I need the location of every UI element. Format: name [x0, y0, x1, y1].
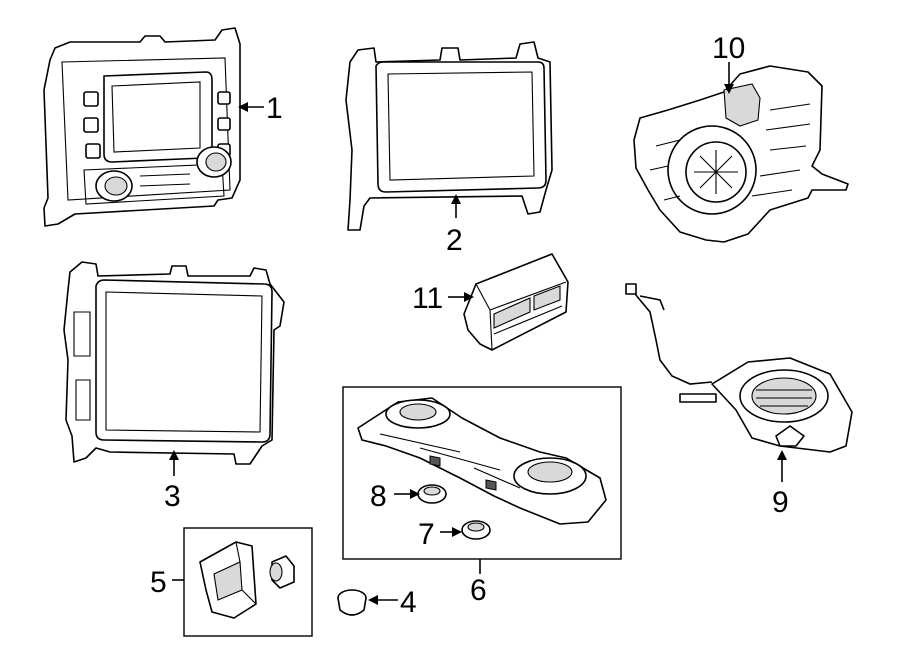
radio-knob-right — [196, 146, 232, 178]
group-box-5 — [183, 527, 313, 637]
part-7-grommet — [461, 520, 491, 540]
part-3-large-display — [63, 261, 285, 465]
part-5-port-assembly — [199, 541, 295, 619]
radio-knob-left — [95, 170, 133, 202]
callout-1: 1 — [266, 92, 283, 125]
callout-2: 2 — [446, 224, 463, 257]
part-10-subwoofer-housing — [633, 65, 849, 243]
callout-11: 11 — [412, 282, 443, 315]
part-4-cap — [337, 589, 367, 616]
callout-5: 5 — [150, 566, 167, 599]
part-6-speaker-assembly — [357, 397, 607, 525]
callout-7: 7 — [418, 518, 435, 551]
callout-6: 6 — [470, 574, 487, 607]
part-2-display — [345, 41, 553, 231]
callout-8: 8 — [370, 480, 387, 513]
part-8-grommet — [417, 484, 447, 504]
leaders — [169, 62, 787, 605]
callout-10: 10 — [712, 32, 745, 65]
part-1-radio-unit — [43, 27, 241, 227]
callout-3: 3 — [164, 480, 181, 513]
part-9-speaker-harness — [625, 283, 853, 453]
group-box-6-7-8 — [342, 386, 622, 560]
part-11-module — [463, 253, 569, 351]
callout-4: 4 — [400, 586, 417, 619]
callout-9: 9 — [772, 486, 789, 519]
